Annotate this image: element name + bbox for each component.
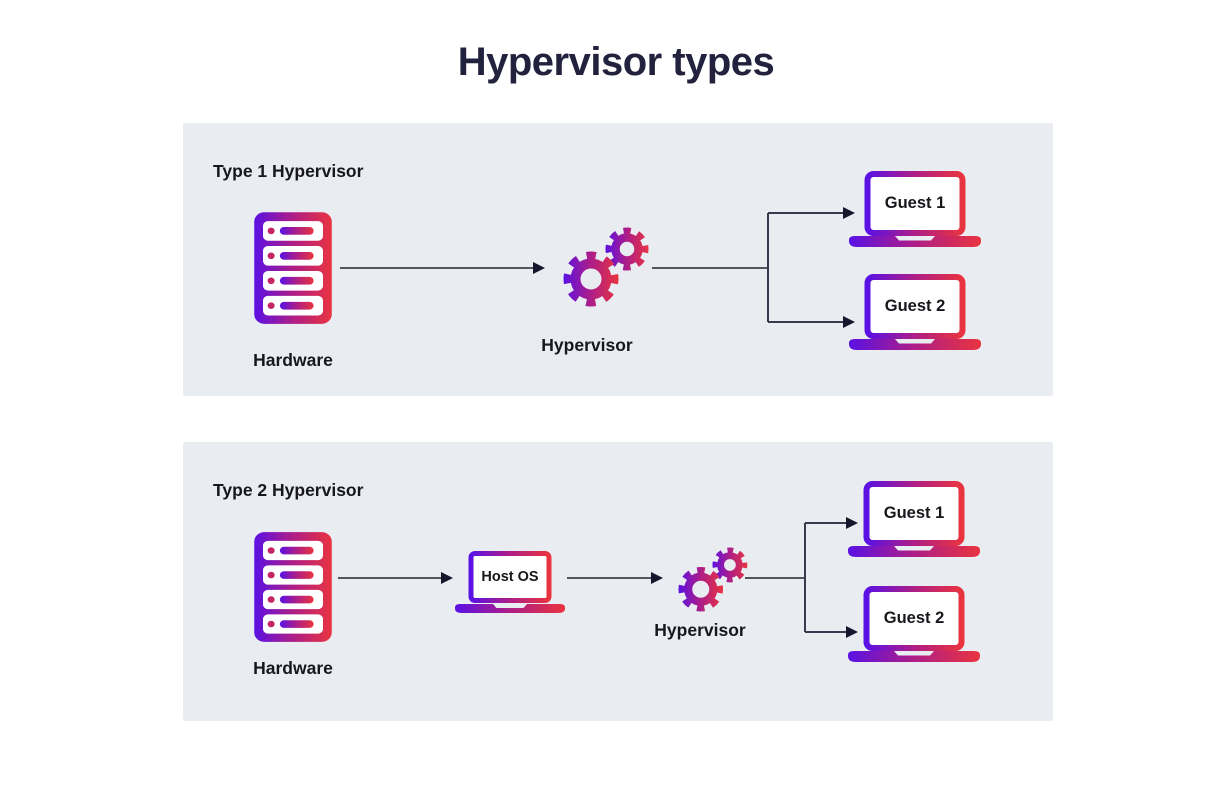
guest-laptop: Guest 2 [849, 274, 981, 350]
panel-label: Type 1 Hypervisor [213, 161, 364, 181]
connector-lines [338, 517, 858, 638]
diagram-title: Hypervisor types [457, 40, 775, 84]
panel-label: Type 2 Hypervisor [213, 480, 364, 500]
server-icon [254, 532, 332, 642]
guest-label: Guest 2 [884, 297, 946, 315]
gears-icon [563, 227, 649, 307]
laptop-icon [848, 481, 980, 557]
guest-laptop: Guest 1 [848, 481, 980, 557]
connector-lines [340, 207, 855, 328]
host-os-label: Host OS [481, 569, 539, 585]
host-os-laptop: Host OS [455, 551, 565, 613]
hypervisor-label: Hypervisor [654, 620, 746, 640]
laptop-icon [848, 586, 980, 662]
server-icon [254, 212, 332, 324]
laptop-icon [455, 551, 565, 613]
hardware-label: Hardware [253, 658, 333, 678]
guest-laptop: Guest 1 [849, 171, 981, 247]
hardware-label: Hardware [253, 350, 333, 370]
gears-icon [678, 547, 748, 612]
guest-label: Guest 1 [883, 504, 945, 522]
panel-type-1-hypervisor: Type 1 Hypervisor Hardware Hypervisor [183, 123, 1053, 396]
hypervisor-label: Hypervisor [541, 335, 633, 355]
guest-label: Guest 1 [884, 194, 946, 212]
guest-label: Guest 2 [883, 609, 945, 627]
laptop-icon [849, 274, 981, 350]
guest-laptop: Guest 2 [848, 586, 980, 662]
panel-type-2-hypervisor: Type 2 Hypervisor Hardware Host OS [183, 442, 1053, 721]
laptop-icon [849, 171, 981, 247]
